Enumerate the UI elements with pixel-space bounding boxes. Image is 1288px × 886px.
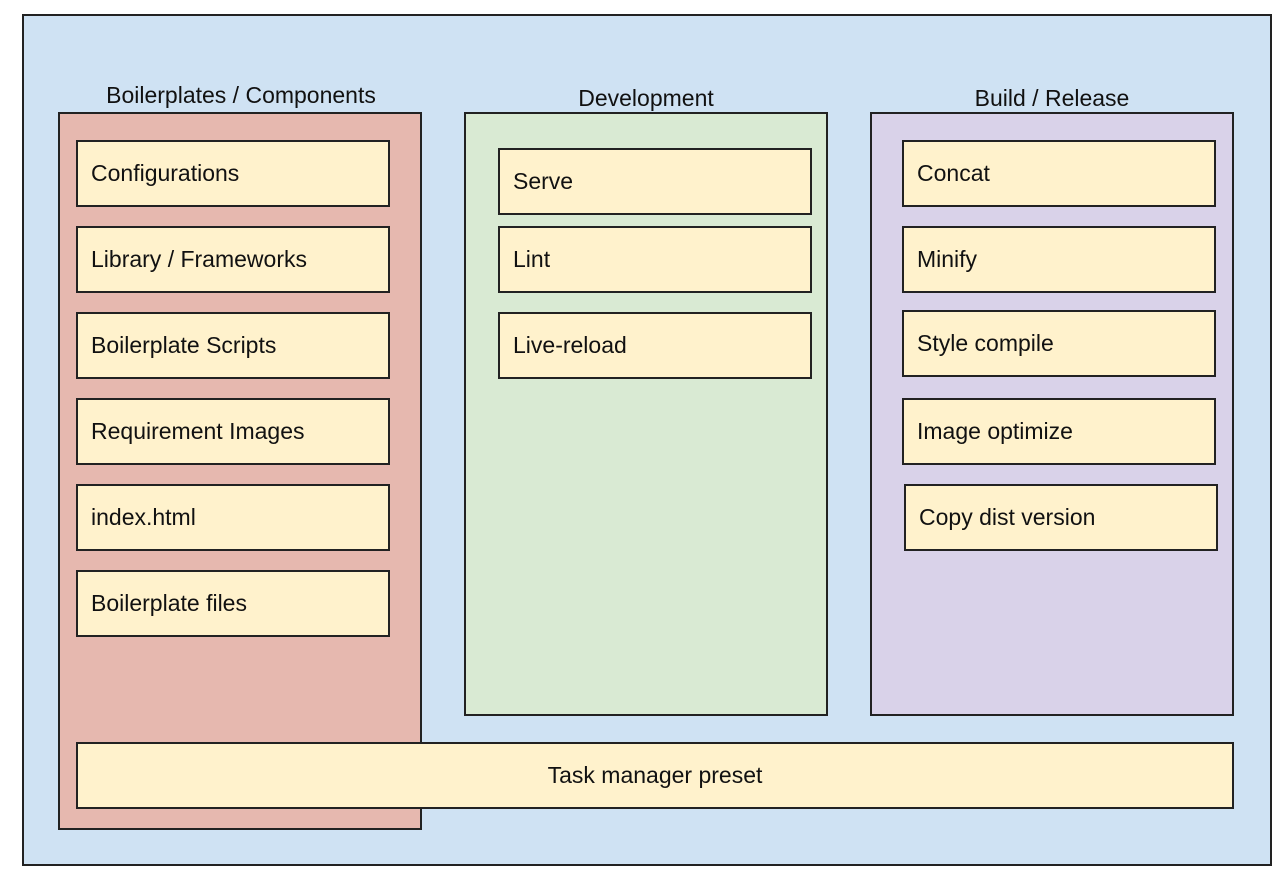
item-style-compile: Style compile	[902, 310, 1216, 377]
column-boilerplates	[58, 112, 422, 830]
column-title-build-release: Build / Release	[974, 85, 1130, 111]
item-serve: Serve	[498, 148, 812, 215]
item-concat: Concat	[902, 140, 1216, 207]
column-title-boilerplates: Boilerplates / Components	[106, 82, 376, 108]
item-lint: Lint	[498, 226, 812, 293]
item-live-reload: Live-reload	[498, 312, 812, 379]
item-boilerplate-files: Boilerplate files	[76, 570, 390, 637]
item-library-frameworks: Library / Frameworks	[76, 226, 390, 293]
item-configurations: Configurations	[76, 140, 390, 207]
item-minify: Minify	[902, 226, 1216, 293]
item-image-optimize: Image optimize	[902, 398, 1216, 465]
task-manager-preset: Task manager preset	[76, 742, 1234, 809]
item-boilerplate-scripts: Boilerplate Scripts	[76, 312, 390, 379]
column-title-development: Development	[578, 85, 714, 111]
item-index-html: index.html	[76, 484, 390, 551]
item-requirement-images: Requirement Images	[76, 398, 390, 465]
item-copy-dist-version: Copy dist version	[904, 484, 1218, 551]
